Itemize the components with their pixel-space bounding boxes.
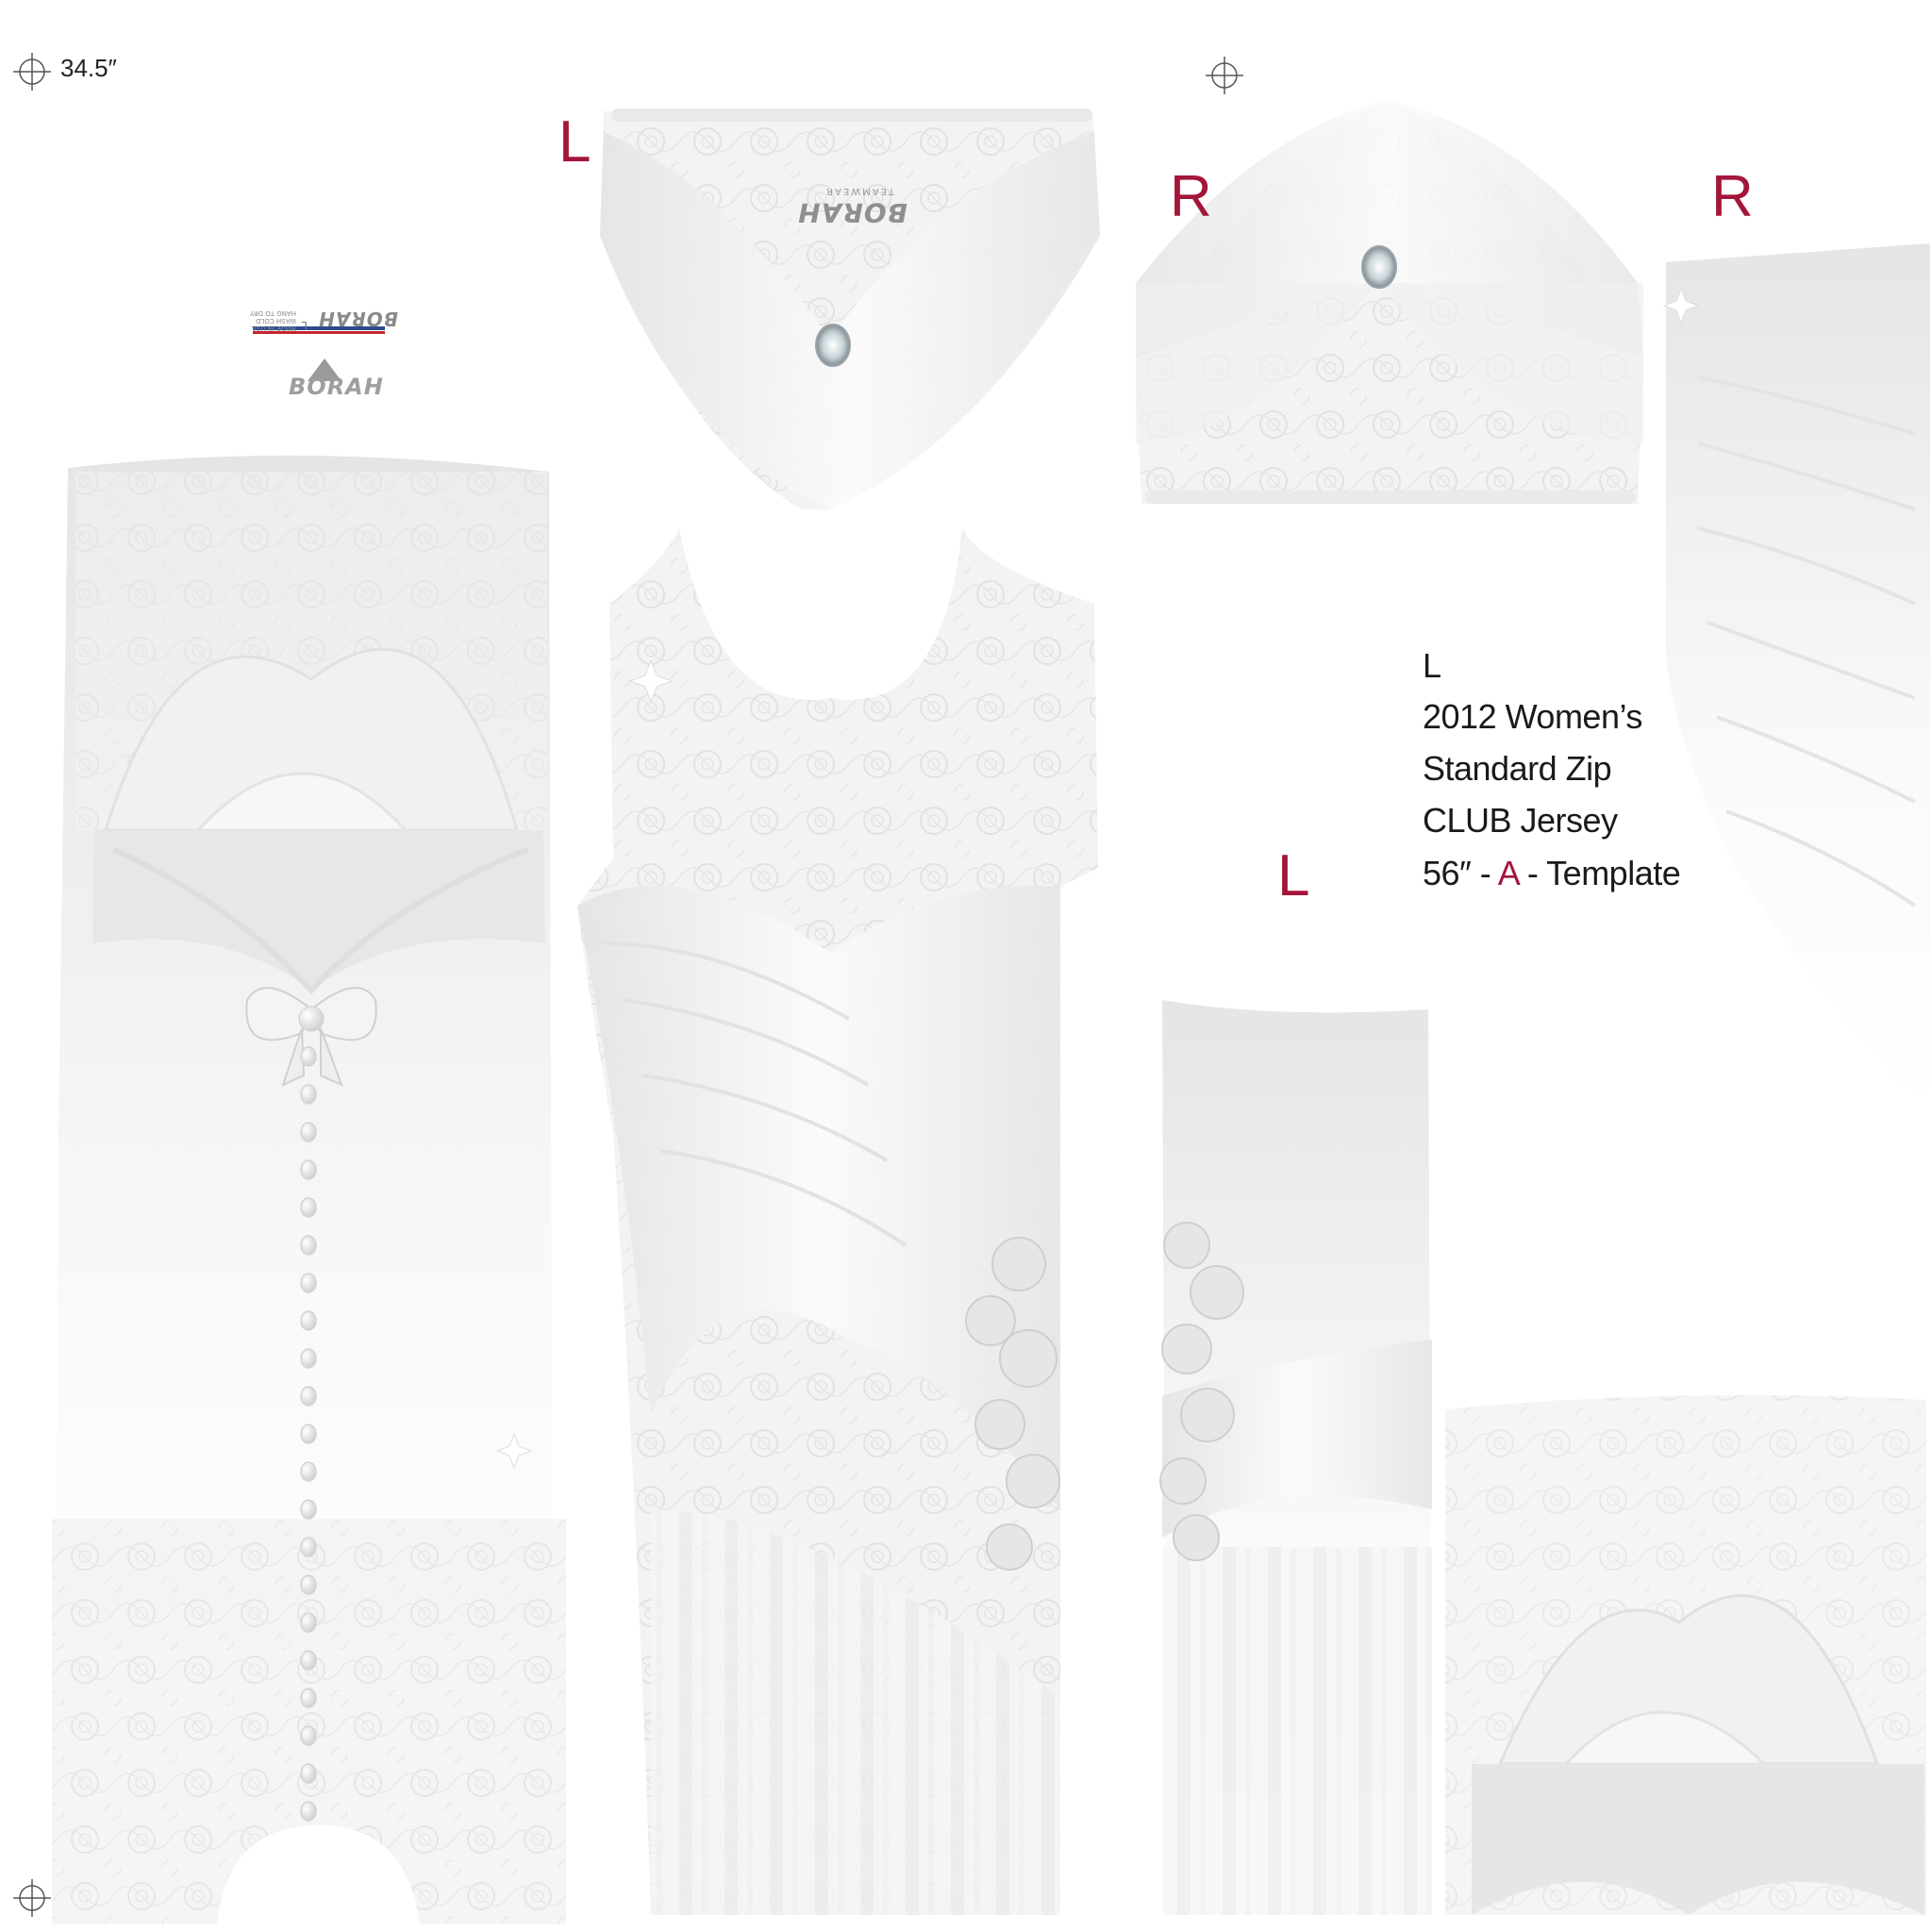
sleeve-logo: BORAH TEAMWEAR	[797, 175, 911, 228]
sparkle-icon	[495, 287, 1700, 1470]
sleeve-right	[1136, 100, 1643, 504]
crystal-brooch-icon	[1361, 245, 1397, 289]
registration-mark-icon	[13, 53, 51, 91]
sleeve-left	[600, 108, 1100, 509]
borah-logo-text: BORAH	[289, 374, 384, 400]
sleeve-logo-sub: TEAMWEAR	[824, 186, 894, 196]
borah-logo-icon	[308, 358, 341, 381]
side-panel-middle	[1159, 1000, 1432, 1915]
template-year-line: 2012 Women’s	[1423, 697, 1642, 736]
care-label-graphic	[253, 326, 385, 334]
flower-ornament	[1159, 1222, 1244, 1561]
bow-icon	[245, 987, 377, 1087]
registration-mark-icon	[13, 1879, 51, 1917]
pearl-button-icon	[300, 1046, 317, 1822]
back-panel	[52, 455, 566, 1924]
template-size-prefix: 56″ -	[1423, 854, 1498, 892]
front-panel	[577, 528, 1098, 1915]
crystal-brooch-icon	[815, 324, 851, 367]
template-size-suffix: - Template	[1518, 854, 1681, 892]
care-label-logo: BORAH	[318, 308, 398, 330]
flower-ornament	[965, 1237, 1060, 1571]
template-size: L	[1423, 646, 1441, 685]
bottom-panel-right	[1445, 1394, 1926, 1915]
side-label-r-panel: R	[1711, 164, 1754, 229]
side-label-r-sleeve: R	[1170, 164, 1212, 229]
care-label-size: L	[301, 319, 308, 332]
side-label-l-panel: L	[1277, 843, 1310, 908]
sleeve-logo-text: BORAH	[797, 197, 908, 228]
template-style-line: Standard Zip	[1423, 749, 1612, 788]
template-variant: A	[1497, 854, 1519, 892]
template-product-line: CLUB Jersey	[1423, 801, 1618, 840]
template-size-line: 56″ - A - Template	[1423, 854, 1681, 892]
side-label-l-sleeve: L	[558, 109, 591, 175]
side-panel-right	[1666, 243, 1930, 1113]
registration-mark-icon	[1206, 57, 1243, 94]
width-measure-label: 34.5″	[60, 54, 117, 82]
